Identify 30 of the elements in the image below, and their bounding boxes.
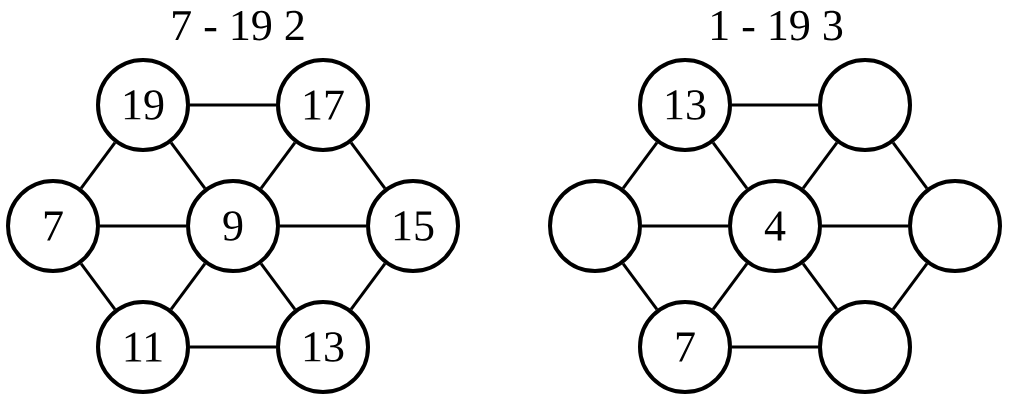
connecting-line <box>711 262 749 311</box>
connecting-line <box>190 345 276 349</box>
connecting-line <box>711 141 749 190</box>
connecting-line <box>349 141 387 190</box>
connecting-line <box>891 262 929 311</box>
connecting-line <box>79 262 117 311</box>
connecting-line <box>259 262 297 311</box>
connecting-line <box>349 262 387 311</box>
connecting-line <box>801 262 839 311</box>
connecting-line <box>100 224 186 228</box>
connecting-line <box>621 262 659 311</box>
connecting-line <box>732 345 818 349</box>
connecting-line <box>169 262 207 311</box>
empty-circle <box>818 58 912 152</box>
heading: 1 - 19 3 <box>712 10 843 41</box>
connecting-line <box>822 224 908 228</box>
empty-circle <box>908 179 1002 273</box>
connecting-line <box>259 141 297 190</box>
connecting-line <box>190 103 276 107</box>
heading: 7 - 19 2 <box>173 10 304 41</box>
connecting-line <box>891 141 929 190</box>
empty-circle <box>818 300 912 394</box>
connecting-line <box>169 141 207 190</box>
connecting-line <box>79 141 117 190</box>
connecting-line <box>732 103 818 107</box>
connecting-line <box>280 224 366 228</box>
empty-circle <box>548 179 642 273</box>
connecting-line <box>642 224 728 228</box>
connecting-line <box>621 141 659 190</box>
connecting-line <box>801 141 839 190</box>
